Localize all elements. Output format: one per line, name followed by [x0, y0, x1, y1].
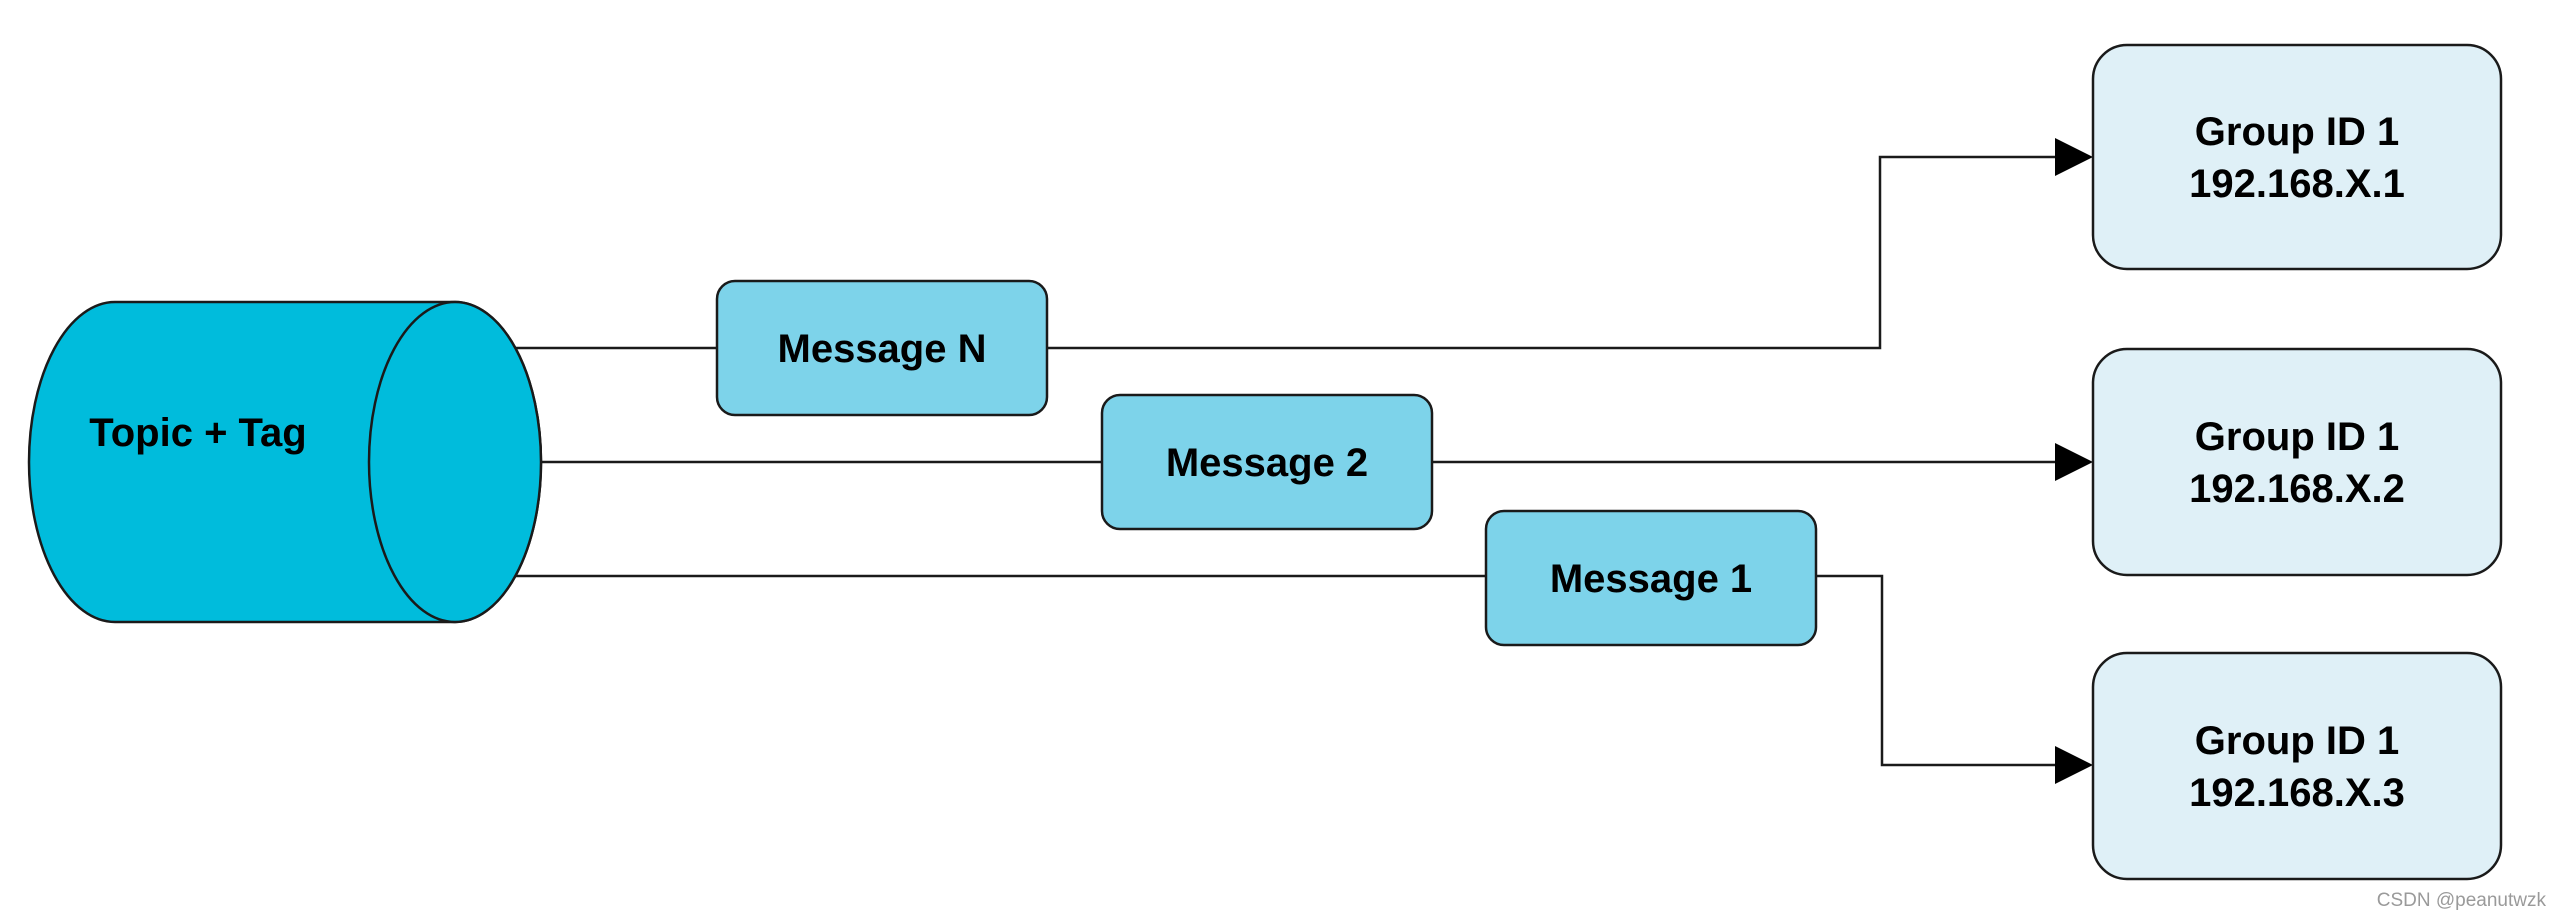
message-2-label: Message 2 — [1166, 441, 1368, 485]
arrowhead-group-3 — [2055, 746, 2093, 784]
group-box-2-shape — [2091, 347, 2503, 577]
message-box-2-shape — [1100, 393, 1434, 531]
message-box-2[interactable]: Message 2 — [1100, 393, 1434, 531]
group-box-3[interactable]: Group ID 1 192.168.X.3 — [2091, 651, 2503, 881]
arrowhead-group-2 — [2055, 443, 2093, 481]
connectors — [515, 155, 2055, 767]
source-cylinder-end-cap — [367, 300, 543, 624]
source-cylinder[interactable]: Topic + Tag — [27, 300, 543, 624]
group-box-1-shape — [2091, 43, 2503, 271]
source-label: Topic + Tag — [89, 411, 306, 455]
group-1-title: Group ID 1 — [2195, 110, 2399, 154]
watermark: CSDN @peanutwzk — [2377, 890, 2547, 911]
message-box-1[interactable]: Message 1 — [1484, 509, 1818, 647]
group-3-address: 192.168.X.3 — [2189, 771, 2405, 815]
message-box-n-shape — [715, 279, 1049, 417]
group-1-address: 192.168.X.1 — [2189, 162, 2405, 206]
message-n-label: Message N — [778, 327, 987, 371]
group-box-1[interactable]: Group ID 1 192.168.X.1 — [2091, 43, 2503, 271]
arrowheads — [2055, 138, 2093, 784]
message-1-label: Message 1 — [1550, 557, 1752, 601]
connector-message-1-group-3 — [1816, 574, 2055, 767]
message-box-1-shape — [1484, 509, 1818, 647]
message-box-n[interactable]: Message N — [715, 279, 1049, 417]
group-box-3-shape — [2091, 651, 2503, 881]
group-3-title: Group ID 1 — [2195, 719, 2399, 763]
arrowhead-group-1 — [2055, 138, 2093, 176]
group-2-title: Group ID 1 — [2195, 415, 2399, 459]
group-2-address: 192.168.X.2 — [2189, 467, 2405, 511]
group-box-2[interactable]: Group ID 1 192.168.X.2 — [2091, 347, 2503, 577]
connector-message-n-group-1 — [1047, 155, 2055, 350]
